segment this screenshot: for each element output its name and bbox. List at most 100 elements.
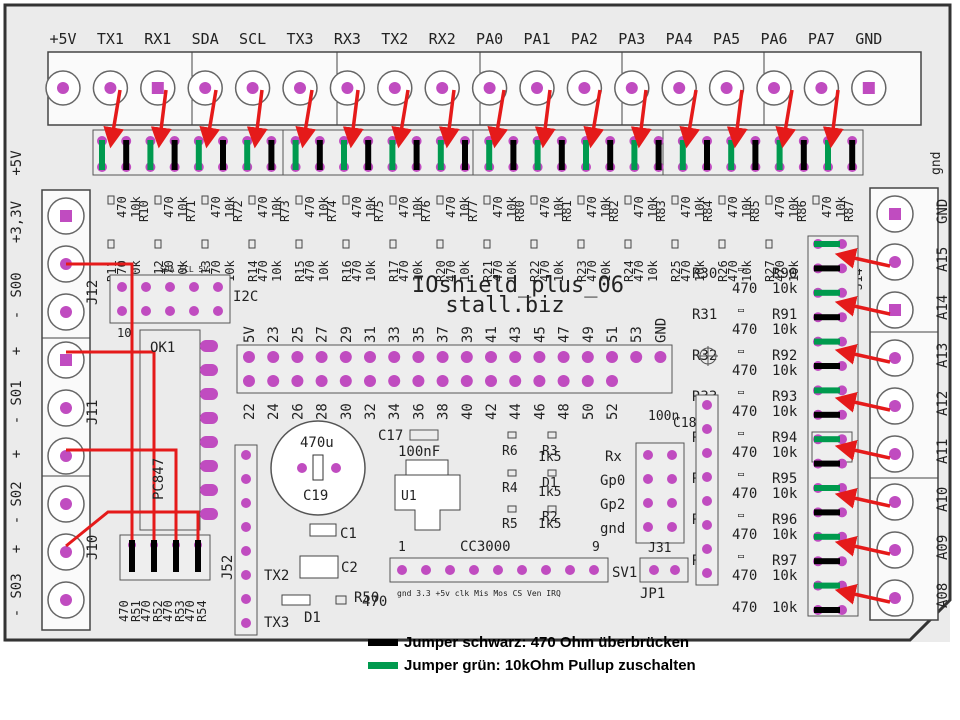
smd-pad [154, 195, 162, 205]
top-res2-R15: R15 [293, 260, 307, 282]
top-res-val-470: 470 [115, 196, 129, 218]
down-arrow-5 [342, 89, 364, 149]
res-R96: R96 [772, 512, 797, 528]
res-val-10k: 10k [772, 404, 798, 420]
right-pad-8 [889, 592, 901, 604]
sv1-label: SV1 [612, 565, 637, 581]
pin-num-top-47: 47 [557, 326, 573, 343]
left-pad-8 [60, 594, 72, 606]
right-pad-1 [889, 256, 901, 268]
c17-label: C17 [378, 428, 403, 444]
top-res-R10: R10 [137, 200, 151, 222]
i2c-pin [141, 282, 151, 292]
wire-s00 [66, 262, 134, 540]
top-pad-9 [483, 82, 496, 94]
top-res-val-10k: 10k [834, 196, 848, 218]
top-res-R87: R87 [842, 200, 856, 222]
signal-wires [65, 262, 200, 548]
top-res-val-470: 470 [444, 196, 458, 218]
top-res2-val-470: 470 [397, 260, 411, 282]
arduino-pin-header: 5V22232425262728293031323334353637383940… [236, 318, 673, 420]
left-arrow-3 [834, 392, 891, 413]
res-val-10k: 10k [772, 322, 798, 338]
i2c-pin [189, 282, 199, 292]
top-pad-3 [199, 82, 212, 94]
black-jumper [558, 140, 565, 170]
c2-body [299, 555, 339, 579]
cc3000-pin [397, 565, 407, 575]
down-arrow-8 [487, 89, 509, 149]
smd-pad [718, 195, 726, 205]
res-val-10k: 10k [772, 281, 798, 297]
r50-pad [335, 595, 347, 605]
top-res-R75: R75 [372, 200, 386, 222]
left-label-0: +5V [9, 150, 25, 176]
green-jumper [244, 140, 251, 170]
right-label-2: A14 [935, 295, 951, 320]
legend-black-text: Jumper schwarz: 470 Ohm überbrücken [404, 634, 690, 651]
tx3-label: TX3 [264, 615, 289, 631]
top-res2-val-10k: 10k [552, 260, 566, 282]
top-res-val-10k: 10k [740, 196, 754, 218]
board-subtitle: stall.biz [445, 293, 564, 318]
res-val-470: 470 [732, 568, 757, 584]
mid-pin-bottom [412, 375, 425, 387]
top-pad-4 [246, 82, 259, 94]
top-res2-R20: R20 [434, 260, 448, 282]
j52-pin [241, 570, 251, 580]
top-res2-val-470: 470 [773, 260, 787, 282]
smd-icon: ▭ [738, 387, 744, 398]
top-label-12: PA3 [618, 30, 645, 48]
top-res2-R21: R21 [481, 260, 495, 282]
mid-pin-top [412, 351, 425, 363]
top-label-5: TX3 [286, 30, 313, 48]
c19-symbol [312, 454, 324, 481]
left-pad-7 [60, 546, 72, 558]
right-pad-2 [889, 304, 901, 316]
res-val-10k: 10k [772, 445, 798, 461]
top-res-val-10k: 10k [176, 196, 190, 218]
top-res2-R17: R17 [387, 260, 401, 282]
black-jumper [814, 314, 840, 321]
top-res2-R16: R16 [340, 260, 354, 282]
i2c-pin [213, 306, 223, 316]
green-jumper [389, 140, 396, 170]
left-arrow-0 [834, 248, 891, 269]
top-res2-val-10k: 10k [646, 260, 660, 282]
green-jumper [776, 140, 783, 170]
top-pad-8 [436, 82, 449, 94]
green-jumper [292, 140, 299, 170]
black-jumper [268, 140, 275, 170]
top-res-R72: R72 [231, 200, 245, 222]
pin10-label: 10 [117, 326, 131, 340]
black-jumper [173, 540, 179, 572]
j10-label: J10 [85, 535, 101, 560]
d1-label: D1 [304, 610, 321, 626]
i2c-pin [165, 306, 175, 316]
res-R31: R31 [692, 307, 717, 323]
jp1-label: JP1 [640, 586, 665, 602]
pin-num-top-25: 25 [290, 326, 306, 343]
left-label-5: S01 [9, 380, 25, 405]
top-label-10: PA1 [523, 30, 550, 48]
smd-pad [248, 239, 256, 249]
down-arrow-12 [679, 89, 701, 149]
right-label-1: A15 [935, 247, 951, 272]
pin-num-top-GND: GND [653, 318, 669, 343]
res-val-470: 470 [732, 445, 757, 461]
pin-num-bottom-24: 24 [266, 403, 282, 420]
smd-pad [577, 195, 585, 205]
left-pad-5 [60, 450, 72, 462]
cc-side-pin [702, 568, 712, 578]
cc-side-header [695, 394, 719, 586]
top-res-R77: R77 [466, 200, 480, 222]
right-pad-7 [889, 544, 901, 556]
j52-pin [241, 474, 251, 484]
i2c-pin [117, 306, 127, 316]
top-res2-R25: R25 [669, 260, 683, 282]
cc-side-pin [702, 496, 712, 506]
res-R95: R95 [772, 471, 797, 487]
top-res-val-10k: 10k [599, 196, 613, 218]
down-arrow-2 [199, 89, 221, 149]
